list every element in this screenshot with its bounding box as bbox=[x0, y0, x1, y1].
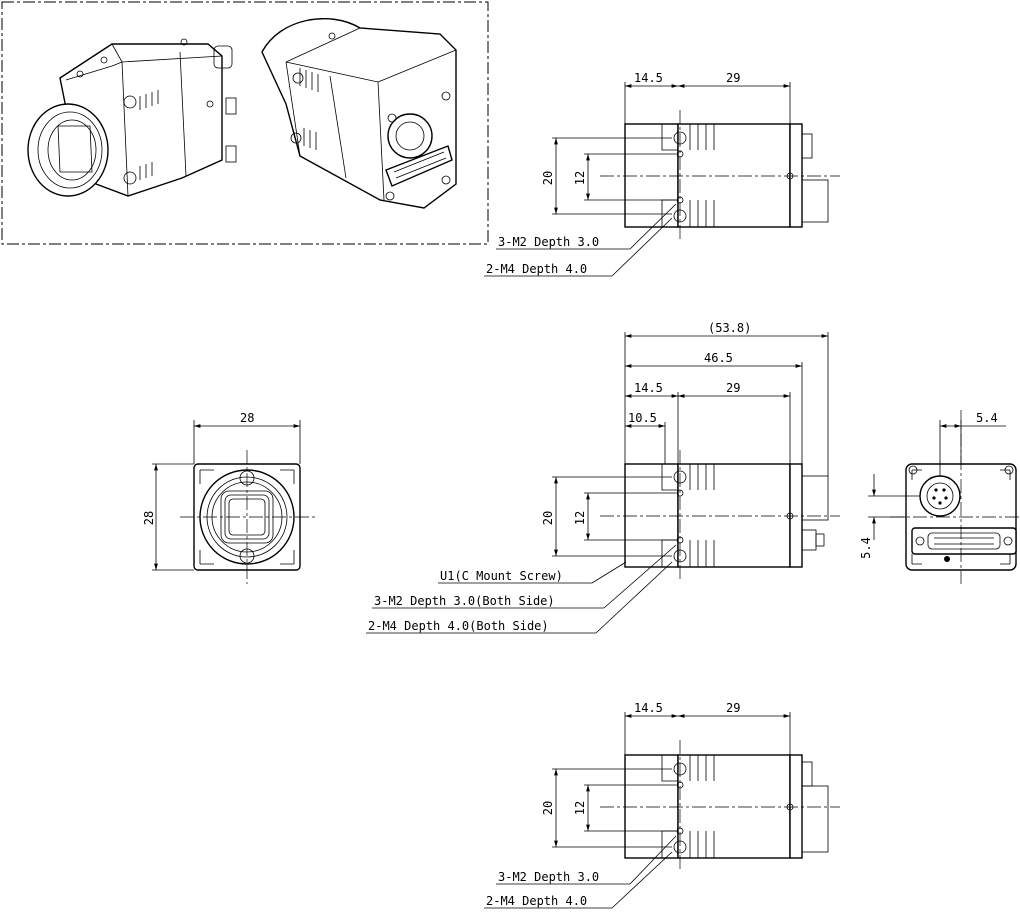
side-dim-overall: (53.8) bbox=[708, 321, 751, 335]
front-view: 28 28 bbox=[142, 411, 316, 584]
camera-iso-rear bbox=[261, 17, 457, 209]
front-dim-width: 28 bbox=[240, 411, 254, 425]
side-dim-length: 46.5 bbox=[704, 351, 733, 365]
camera-iso-front bbox=[27, 38, 237, 197]
side-view: (53.8) 46.5 14.5 29 10.5 20 12 U1(C Moun… bbox=[366, 321, 840, 634]
bottom-callout-m2: 3-M2 Depth 3.0 bbox=[498, 870, 599, 884]
front-dim-height: 28 bbox=[142, 511, 156, 525]
top-dim-height-outer: 20 bbox=[541, 171, 555, 185]
side-callout-mount: U1(C Mount Screw) bbox=[440, 569, 563, 583]
bottom-dim-flange: 14.5 bbox=[634, 701, 663, 715]
bottom-dim-height-outer: 20 bbox=[541, 801, 555, 815]
isometric-preview-panel bbox=[1, 1, 489, 245]
top-dim-height-inner: 12 bbox=[573, 171, 587, 185]
top-callout-m2: 3-M2 Depth 3.0 bbox=[498, 235, 599, 249]
side-dim-height-outer: 20 bbox=[541, 511, 555, 525]
top-dim-flange: 14.5 bbox=[634, 71, 663, 85]
rear-dim-vertical: 5.4 bbox=[859, 537, 873, 559]
side-callout-m2: 3-M2 Depth 3.0(Both Side) bbox=[374, 594, 555, 608]
bottom-dim-body: 29 bbox=[726, 701, 740, 715]
side-dim-height-inner: 12 bbox=[573, 511, 587, 525]
top-view: 14.5 29 20 12 3-M2 Depth 3.0 2-M4 Depth … bbox=[484, 71, 840, 277]
side-dim-body: 29 bbox=[726, 381, 740, 395]
top-callout-m4: 2-M4 Depth 4.0 bbox=[486, 262, 587, 276]
rear-view: 5.4 5.4 bbox=[859, 410, 1020, 584]
side-callout-m4: 2-M4 Depth 4.0(Both Side) bbox=[368, 619, 549, 633]
top-dim-body: 29 bbox=[726, 71, 740, 85]
rear-dim-horizontal: 5.4 bbox=[976, 411, 998, 425]
side-dim-flange: 14.5 bbox=[634, 381, 663, 395]
bottom-callout-m4: 2-M4 Depth 4.0 bbox=[486, 894, 587, 908]
side-dim-mount: 10.5 bbox=[628, 411, 657, 425]
bottom-view: 14.5 29 20 12 3-M2 Depth 3.0 2-M4 Depth … bbox=[484, 701, 840, 909]
bottom-dim-height-inner: 12 bbox=[573, 801, 587, 815]
